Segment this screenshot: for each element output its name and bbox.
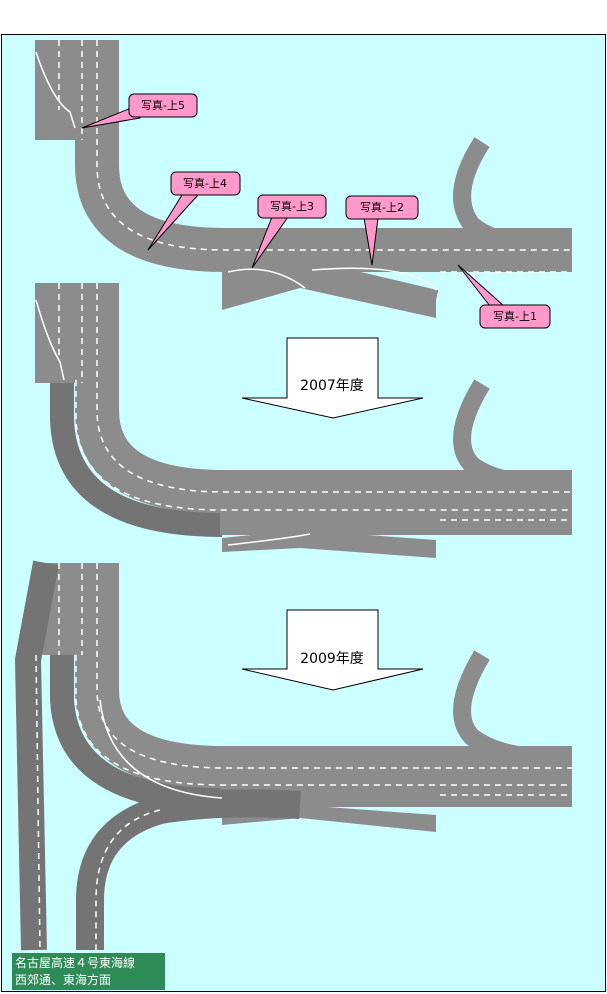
callout-box [345,195,419,220]
panel-2007-layout [35,283,572,558]
callout-label: 写真-上3 [270,199,314,213]
arrow-shape [241,609,424,691]
north-branch-ramp [453,137,526,251]
callout-box [128,93,198,118]
main-road-center-line [96,283,572,493]
merge-white-line [99,699,223,799]
panel-2009-layout [14,560,572,951]
arrow-2009: 2009年度 [241,609,424,691]
callout-label: 写真-上4 [183,176,227,190]
route-legend: 名古屋高速４号東海線 西郊通、東海方面 [12,953,165,990]
widened-lane [220,508,572,535]
arrow-label: 2007年度 [300,378,364,394]
legend-line-1: 名古屋高速４号東海線 [15,956,136,970]
main-road-center-line [96,40,572,251]
callout-box [257,194,327,219]
merge-white-line-ramp [227,533,311,546]
callout-label: 写真-上2 [360,200,404,214]
callout-box [479,304,551,329]
south-ramp-area [222,530,436,558]
outer-added-lane [50,383,223,537]
merge-white-line-right [311,267,437,291]
legend-line-2: 西郊通、東海方面 [15,973,112,987]
arrow-2007: 2007年度 [241,337,424,419]
panel-current-layout [35,40,572,318]
callout-label: 写真-上5 [141,98,185,112]
merge-white-line-left [35,51,76,129]
outer-lane-line [75,380,572,511]
arrow-shape [241,337,424,419]
widened-lane [220,785,572,807]
left-new-road [14,560,59,951]
merge-white-line-ramp [227,268,306,289]
left-road-lane-line [35,654,41,951]
arrow-label: 2009年度 [300,651,364,667]
callout-label: 写真-上1 [493,309,537,323]
north-branch-ramp [453,379,526,491]
north-branch-ramp [453,650,527,765]
callout-box [170,171,241,196]
merge-white-line-left [35,299,65,381]
diagram-canvas: 写真-上5 写真-上4 写真-上3 写真-上2 写真-上1 2007年度 [1,34,606,992]
connector-lane-line [95,809,161,950]
main-road-center-line [96,563,572,769]
outer-lane-line [75,655,572,786]
callout-photo-up5[interactable]: 写真-上5 [81,93,198,129]
callout-photo-up4[interactable]: 写真-上4 [147,171,241,251]
callout-photo-up2[interactable]: 写真-上2 [345,195,419,266]
exit-ramp-upper [297,258,439,310]
callout-photo-up1[interactable]: 写真-上1 [457,264,551,329]
callout-photo-up3[interactable]: 写真-上3 [251,194,327,269]
